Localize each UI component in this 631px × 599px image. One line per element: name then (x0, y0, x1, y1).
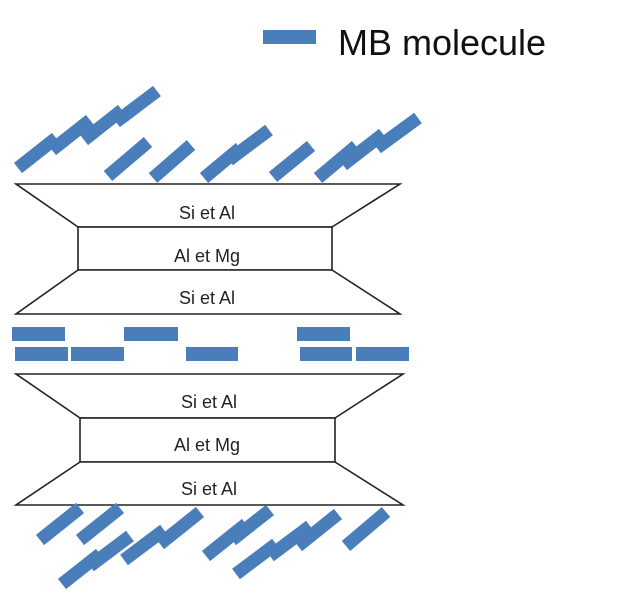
mb-molecule (293, 508, 343, 552)
top-sheet-octahedral-label: Al et Mg (174, 246, 240, 266)
legend-swatch (263, 30, 316, 44)
mb-molecule (75, 502, 125, 546)
top-surface-molecules (13, 85, 422, 183)
mb-molecule (186, 347, 238, 361)
mb-molecule (227, 504, 275, 546)
interlayer-molecules (12, 327, 409, 361)
mb-molecule (35, 502, 85, 546)
top-sheet-lower-tetrahedral-layer (13, 269, 403, 315)
mb-molecule (373, 112, 422, 154)
mb-molecule (297, 327, 350, 341)
bottom-sheet-octahedral-label: Al et Mg (174, 435, 240, 455)
top-sheet-upper-tetrahedral-label: Si et Al (179, 203, 235, 223)
mb-molecule (103, 137, 153, 181)
bottom-sheet-upper-tetrahedral-label: Si et Al (181, 392, 237, 412)
mb-molecule (300, 347, 352, 361)
bottom-clay-sheet: Si et Al Al et Mg Si et Al (13, 373, 406, 506)
mb-molecule (341, 507, 391, 551)
mb-molecule (339, 128, 387, 171)
mb-molecule (86, 530, 134, 572)
mb-molecule (225, 124, 273, 166)
mb-molecule (15, 347, 68, 361)
mb-molecule (155, 506, 205, 550)
legend-label: MB molecule (338, 22, 546, 63)
top-sheet-lower-tetrahedral-label: Si et Al (179, 288, 235, 308)
mb-molecule (268, 140, 316, 183)
top-sheet-octahedral-layer (77, 226, 333, 271)
mb-molecule (71, 347, 124, 361)
bottom-sheet-lower-tetrahedral-label: Si et Al (181, 479, 237, 499)
mb-molecule (112, 85, 161, 128)
bottom-sheet-lower-tetrahedral-layer (13, 461, 406, 506)
mb-molecule (120, 524, 168, 566)
mb-molecule (313, 141, 361, 183)
bottom-surface-molecules (35, 502, 391, 590)
top-clay-sheet: Si et Al Al et Mg Si et Al (13, 183, 403, 315)
legend: MB molecule (263, 22, 546, 63)
mb-molecule (148, 140, 196, 183)
mb-molecule (266, 520, 314, 562)
mb-molecule (47, 114, 95, 156)
mb-molecule (13, 132, 61, 174)
mb-molecule (12, 327, 65, 341)
mb-molecule (356, 347, 409, 361)
mb-molecule (124, 327, 178, 341)
